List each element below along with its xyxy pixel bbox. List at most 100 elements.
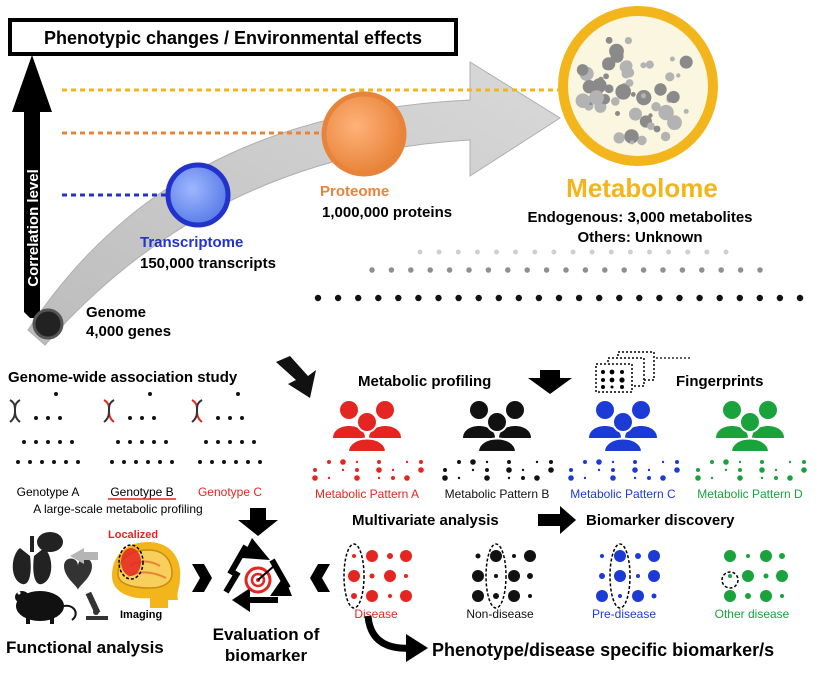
person-icon [393, 0, 402, 302]
metabolite-dot [665, 72, 675, 82]
proteome-node [321, 91, 407, 177]
person-icon [27, 0, 32, 465]
person-icon [434, 0, 442, 302]
person-icon [63, 0, 68, 465]
biomarker-dot-pattern [348, 550, 412, 602]
person-icon [406, 0, 414, 274]
pattern-dots [695, 459, 807, 481]
proteome-title: Proteome [320, 183, 389, 200]
correlation-arrow [12, 55, 52, 318]
person-icon [554, 0, 563, 302]
pattern-groups [312, 401, 807, 481]
metabolite-dot [637, 135, 647, 146]
metabolite-dot [647, 122, 655, 130]
person-icon [614, 0, 623, 302]
person-icon [600, 0, 608, 274]
person-icon [715, 0, 723, 302]
genotype-b-label: Genotype B [110, 485, 173, 499]
group-nondisease-label: Non-disease [466, 607, 534, 621]
genotype-a-label: Genotype A [17, 485, 80, 499]
person-icon [127, 0, 132, 445]
person-icon [722, 0, 729, 256]
fingerprints-label: Fingerprints [676, 373, 764, 390]
metabolite-dot [603, 73, 609, 80]
group-otherdisease-label: Other disease [715, 607, 790, 621]
person-icon [523, 0, 530, 274]
person-icon [654, 0, 663, 302]
person-icon [645, 0, 652, 256]
metabolite-dot [679, 55, 693, 69]
metabolite-dot [669, 56, 675, 62]
person-icon [257, 0, 262, 465]
person-icon [51, 0, 56, 465]
person-icon [675, 0, 683, 302]
multivariate-arrow [538, 506, 576, 534]
person-icon [550, 0, 557, 256]
metabolite-dot [648, 113, 653, 118]
person-icon [251, 0, 256, 445]
person-icon [492, 0, 499, 256]
person-icon [665, 0, 672, 256]
metabolite-dot [615, 111, 620, 116]
person-icon [75, 0, 80, 465]
person-icon [368, 0, 375, 274]
biomarker-highlight [721, 571, 739, 589]
genome-node [32, 308, 64, 340]
metabolite-dot [611, 97, 620, 106]
person-icon [33, 0, 38, 445]
pattern-b-label: Metabolic Pattern B [445, 487, 550, 501]
transcriptome-title: Transcriptome [140, 234, 243, 251]
proteome-count: 1,000,000 proteins [322, 204, 452, 221]
metabolite-dot [651, 102, 661, 112]
pattern-people-icon [463, 401, 531, 453]
metabolite-dot [575, 93, 591, 108]
person-icon [581, 0, 589, 274]
person-icon [215, 0, 220, 421]
person-icon [695, 0, 703, 302]
genotype-groups [9, 0, 262, 465]
person-icon [235, 0, 240, 397]
dna-icon [103, 399, 115, 423]
metabolite-dot [624, 129, 639, 144]
person-icon [435, 0, 442, 256]
group-disease-label: Disease [354, 607, 398, 621]
person-icon [45, 0, 50, 445]
person-icon [426, 0, 433, 274]
person-icon [147, 0, 152, 397]
pattern-dots [312, 459, 424, 481]
person-icon [127, 0, 132, 421]
population-crowd [313, 0, 804, 302]
person-icon [373, 0, 382, 302]
person-icon [313, 0, 322, 302]
profiling-arrow [528, 370, 572, 394]
metabolite-dot [641, 93, 646, 99]
metabolite-dot [576, 64, 589, 76]
person-icon [387, 0, 395, 274]
person-icon [15, 0, 20, 465]
biomarker-highlight [343, 543, 365, 609]
person-icon [233, 0, 238, 465]
person-icon [227, 0, 232, 445]
metabolite-dot [619, 60, 632, 73]
person-icon [574, 0, 583, 302]
person-icon [454, 0, 461, 256]
person-icon [133, 0, 138, 465]
metabolite-dot [676, 73, 681, 78]
person-icon [634, 0, 643, 302]
gwas-down-arrow [238, 508, 278, 536]
person-icon [69, 0, 74, 445]
genome-count: 4,000 genes [86, 323, 171, 340]
person-icon [121, 0, 126, 465]
metabolome-title: Metabolome [566, 173, 718, 203]
person-icon [639, 0, 647, 274]
dna-icon [9, 399, 21, 423]
person-icon [494, 0, 502, 302]
omics-curved-arrow [27, 61, 561, 346]
person-icon [209, 0, 214, 465]
person-icon [717, 0, 724, 274]
biomarker-highlight [485, 543, 507, 609]
transcriptome-node [165, 162, 231, 228]
person-icon [151, 0, 156, 445]
fingerprints-icon [595, 351, 690, 393]
